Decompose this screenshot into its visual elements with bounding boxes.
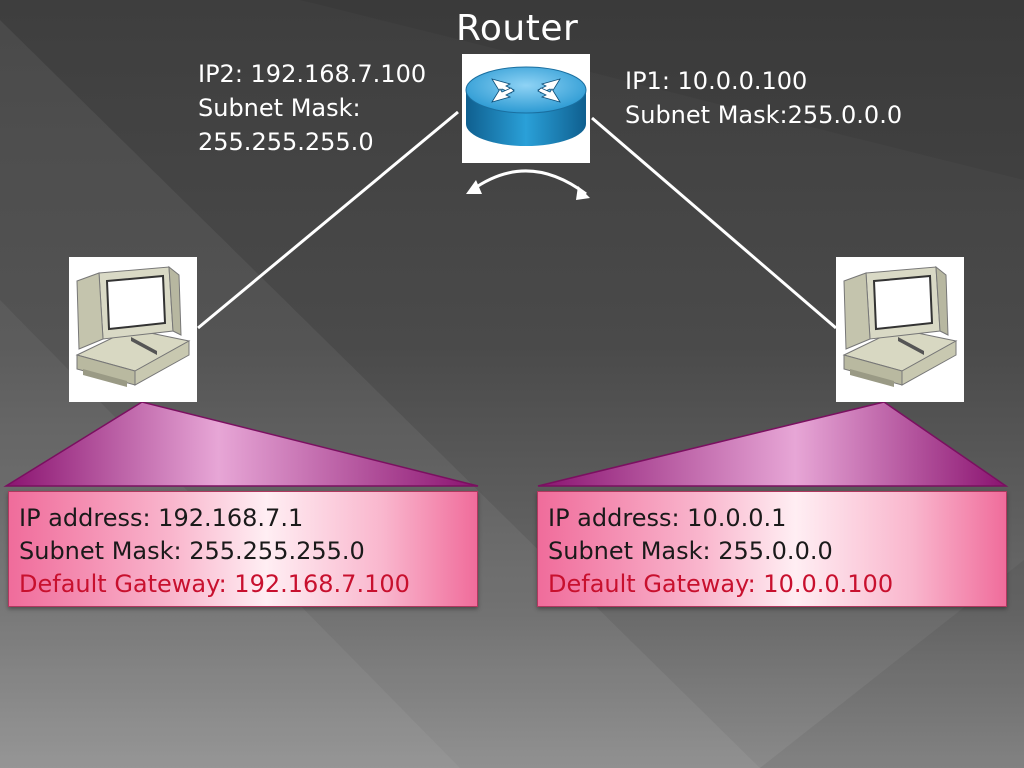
left-computer [69,257,197,402]
left-host-gateway: Default Gateway: 192.168.7.100 [19,570,410,598]
right-host-gateway: Default Gateway: 10.0.0.100 [548,570,894,598]
callout-left [3,401,479,487]
router-ip1-label: IP1: 10.0.0.100 Subnet Mask:255.0.0.0 [625,64,902,132]
callout-right [537,401,1009,487]
link-router-to-left-pc [197,110,459,330]
router-ip2: IP2: 192.168.7.100 [198,60,427,88]
right-host-config: IP address: 10.0.0.1 Subnet Mask: 255.0.… [537,491,1007,607]
computer-icon [842,265,958,387]
right-computer [836,257,964,402]
right-host-mask: Subnet Mask: 255.0.0.0 [548,537,833,565]
router-ip2-label: IP2: 192.168.7.100 Subnet Mask: 255.255.… [198,57,426,159]
right-host-ip: IP address: 10.0.0.1 [548,504,787,532]
router-device [462,54,590,163]
page-title: Router [456,8,579,49]
left-host-config: IP address: 192.168.7.1 Subnet Mask: 255… [8,491,478,607]
link-router-to-right-pc [591,116,837,330]
router-ip2-mask-value: 255.255.255.0 [198,128,374,156]
computer-icon [75,265,191,387]
router-icon [465,66,587,146]
bidirectional-arrow-icon [466,169,590,200]
router-ip2-mask-label: Subnet Mask: [198,94,361,122]
router-ip1-mask: Subnet Mask:255.0.0.0 [625,101,903,129]
left-host-mask: Subnet Mask: 255.255.255.0 [19,537,365,565]
router-ip1: IP1: 10.0.0.100 [625,67,808,95]
left-host-ip: IP address: 192.168.7.1 [19,504,304,532]
